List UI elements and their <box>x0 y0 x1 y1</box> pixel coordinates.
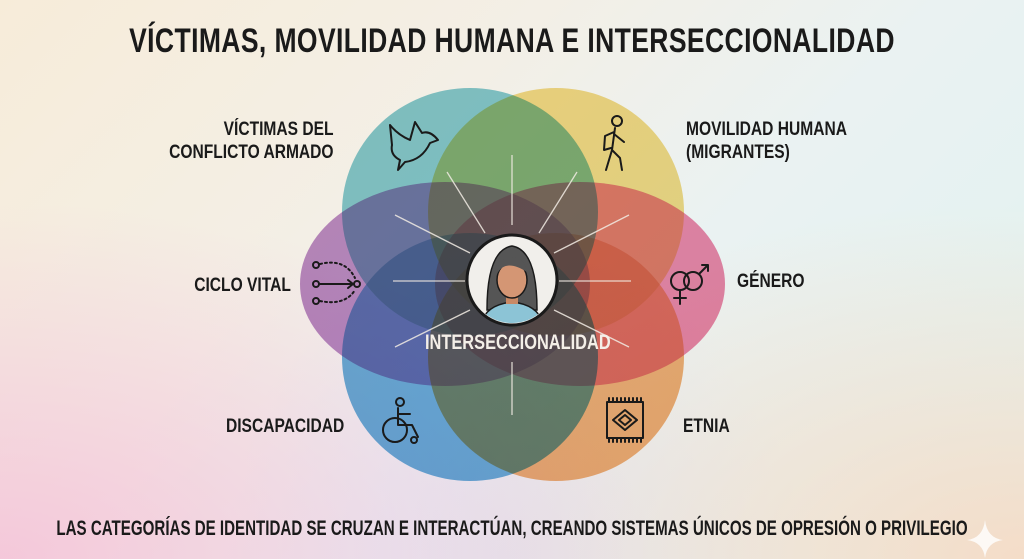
label-discapacidad: DISCAPACIDAD <box>225 416 344 437</box>
person-avatar-icon <box>465 233 559 327</box>
life-cycle-icon <box>312 261 361 305</box>
center-label: INTERSECCIONALIDAD <box>425 331 611 354</box>
page-title: VÍCTIMAS, MOVILIDAD HUMANA E INTERSECCIO… <box>129 22 895 60</box>
label-etnia: ETNIA <box>683 416 730 437</box>
wheelchair-icon <box>382 397 419 444</box>
sparkle-icon <box>967 520 1003 558</box>
label-ciclo-vital: CICLO VITAL <box>194 275 291 296</box>
label-genero: GÉNERO <box>737 271 805 292</box>
footer-caption: LAS CATEGORÍAS DE IDENTIDAD SE CRUZAN E … <box>56 517 968 540</box>
gender-symbols-icon <box>670 264 709 305</box>
dove-icon <box>389 121 439 171</box>
woven-textile-icon <box>606 397 644 443</box>
label-movilidad: MOVILIDAD HUMANA(MIGRANTES) <box>686 119 847 163</box>
rays <box>393 155 631 415</box>
hiker-icon <box>603 115 625 171</box>
